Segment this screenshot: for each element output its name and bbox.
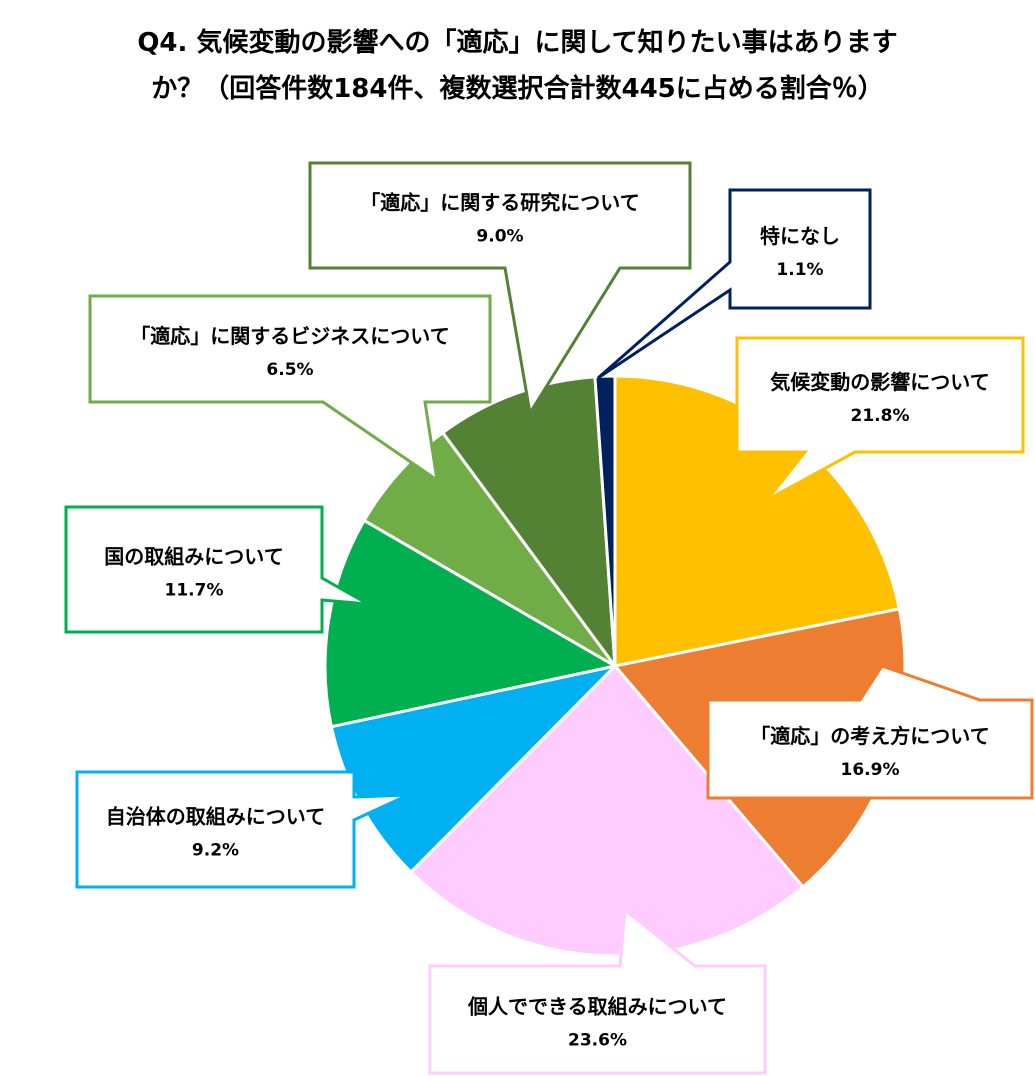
callout: 「適応」の考え方について 16.9%: [706, 664, 1034, 800]
callout-box: [308, 161, 692, 418]
callout: 気候変動の影響について 21.8%: [735, 336, 1025, 502]
callout-value: 6.5%: [266, 360, 313, 380]
callout-value: 16.9%: [841, 760, 900, 780]
callout-box: [75, 770, 409, 889]
callout-label: 「適応」の考え方について: [750, 724, 989, 748]
pie-slice: [409, 664, 805, 958]
chart-title-line2: か？（回答件数184件、複数選択合計数445に占める割合％）: [151, 74, 884, 104]
callout: 「適応」に関するビジネスについて 6.5%: [88, 294, 492, 484]
callout-label: 特になし: [760, 224, 840, 248]
data-label-callouts: 気候変動の影響について 21.8% 「適応」の考え方について 16.9% 個人でできる取…: [64, 161, 1034, 1075]
callout-value: 1.1%: [776, 260, 823, 280]
callout-label: 個人でできる取組みについて: [467, 995, 727, 1019]
callout-label: 国の取組みについて: [104, 545, 283, 569]
callout-label: 「適応」に関する研究について: [360, 191, 639, 215]
pie-slice: [593, 374, 617, 668]
callout-value: 21.8%: [851, 406, 910, 426]
chart-title: Q4. 気候変動の影響への「適応」に関して知りたい事はあります か？（回答件数1…: [0, 20, 1035, 112]
pie-slice: [441, 375, 617, 668]
callout-box: [64, 505, 369, 634]
callout: 個人でできる取組みについて 23.6%: [428, 907, 767, 1075]
callout-box: [597, 188, 872, 380]
callout-value: 9.2%: [192, 841, 239, 861]
chart-title-line1: Q4. 気候変動の影響への「適応」に関して知りたい事はあります: [137, 28, 898, 58]
pie-slice: [323, 518, 617, 729]
pie-slice: [362, 431, 617, 668]
callout-box: [88, 294, 492, 484]
callout-box: [706, 664, 1034, 800]
callout-box: [735, 336, 1025, 502]
callout: 特になし 1.1%: [597, 188, 872, 380]
callout: 国の取組みについて 11.7%: [64, 505, 369, 634]
callout-label: 気候変動の影響について: [770, 370, 989, 394]
pie-slices: [323, 374, 907, 958]
callout-value: 9.0%: [476, 227, 523, 247]
callout-box: [428, 907, 767, 1075]
callout: 自治体の取組みについて 9.2%: [75, 770, 409, 889]
callout-value: 11.7%: [165, 581, 224, 601]
callout-value: 23.6%: [568, 1031, 627, 1051]
callout: 「適応」に関する研究について 9.0%: [308, 161, 692, 418]
callout-label: 自治体の取組みについて: [106, 805, 325, 829]
callout-label: 「適応」に関するビジネスについて: [130, 324, 449, 348]
